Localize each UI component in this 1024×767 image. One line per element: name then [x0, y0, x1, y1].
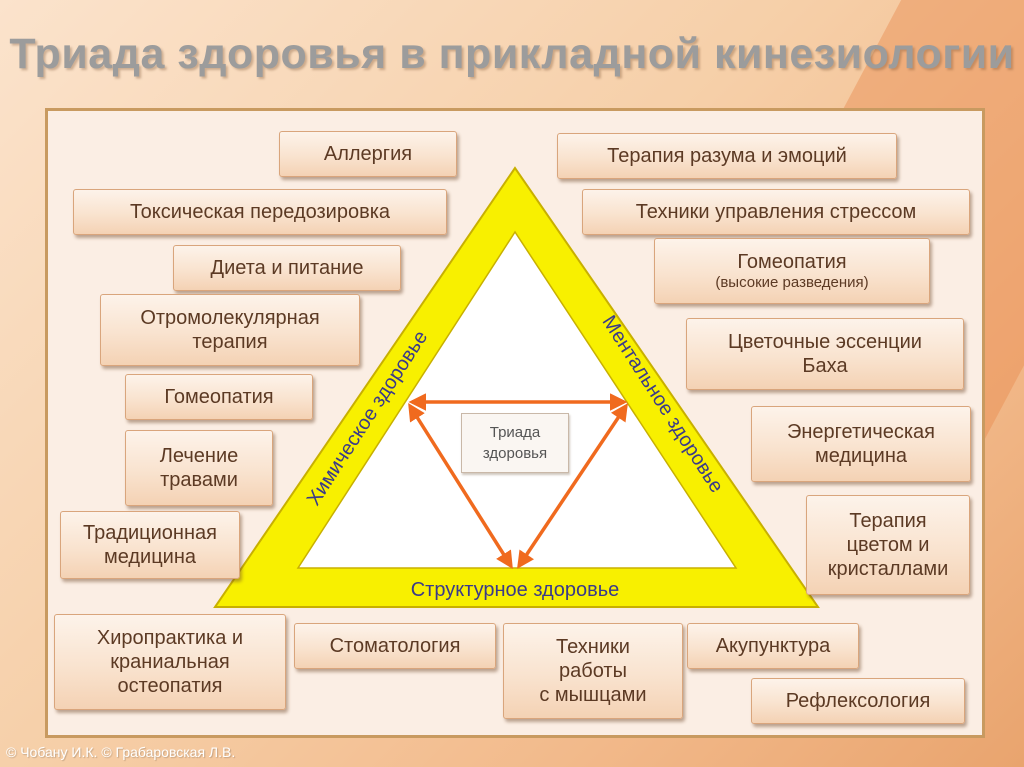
- bottom-side-label: Структурное здоровье: [411, 579, 620, 601]
- box-allergy: Аллергия: [279, 131, 457, 177]
- box-mind-therapy: Терапия разума и эмоций: [557, 133, 897, 179]
- center-line-2: здоровья: [482, 445, 548, 462]
- page-title: Триада здоровья в прикладной кинезиологи…: [9, 30, 1015, 78]
- box-homeopathy-right: Гомеопатия (высокие разведения): [654, 238, 930, 304]
- center-triad-box: Триада здоровья: [461, 413, 569, 473]
- box-homeopathy-left: Гомеопатия: [125, 374, 313, 420]
- box-orthomolecular: Отромолекулярная терапия: [100, 294, 360, 366]
- box-stress: Техники управления стрессом: [582, 189, 970, 235]
- box-reflexology: Рефлексология: [751, 678, 965, 724]
- box-muscle-techniques: Техники работы с мышцами: [503, 623, 683, 719]
- box-chiropractic: Хиропрактика и краниальная остеопатия: [54, 614, 286, 710]
- box-bach: Цветочные эссенции Баха: [686, 318, 964, 390]
- box-traditional: Традиционная медицина: [60, 511, 240, 579]
- triad-arrows: [408, 393, 628, 569]
- box-diet: Диета и питание: [173, 245, 401, 291]
- box-acupuncture: Акупунктура: [687, 623, 859, 669]
- box-energy: Энергетическая медицина: [751, 406, 971, 482]
- box-dentistry: Стоматология: [294, 623, 496, 669]
- box-herbal: Лечение травами: [125, 430, 273, 506]
- arrow-right: [517, 403, 628, 569]
- center-line-1: Триада: [489, 424, 541, 441]
- box-color-therapy: Терапия цветом и кристаллами: [806, 495, 970, 595]
- box-toxic-overdose: Токсическая передозировка: [73, 189, 447, 235]
- arrow-left: [408, 403, 513, 569]
- copyright-footer: © Чобану И.К. © Грабаровская Л.В.: [6, 744, 236, 760]
